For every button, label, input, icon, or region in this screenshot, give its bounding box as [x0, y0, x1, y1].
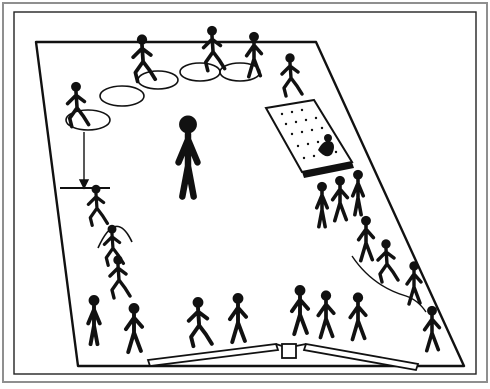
image-frame [3, 3, 487, 382]
